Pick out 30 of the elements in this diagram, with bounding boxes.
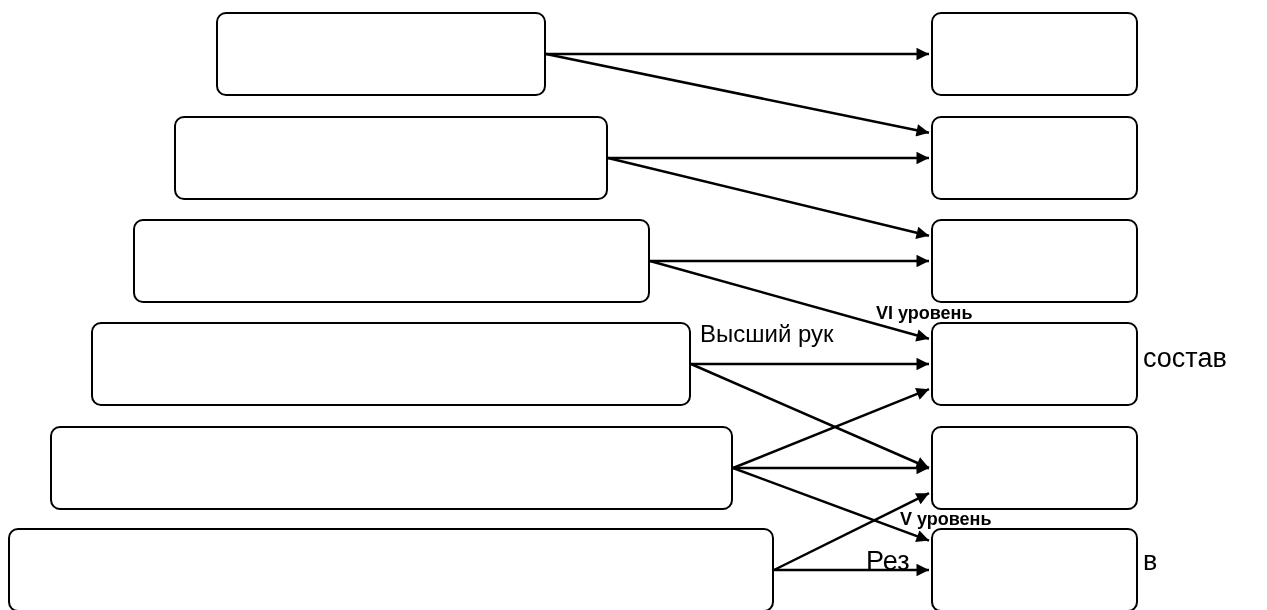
arrow [545,52,930,137]
empty-box [931,219,1138,303]
empty-box [91,322,691,406]
arrow [774,563,929,577]
empty-box [931,528,1138,610]
level-description: в [1143,548,1158,575]
arrow [690,362,930,470]
level-heading: VI уровень [876,304,973,322]
level-description: Рез [866,548,910,575]
empty-box [931,116,1138,200]
arrow [733,461,929,475]
empty-box [216,12,546,96]
arrow [732,388,930,470]
arrow [608,151,929,165]
arrow [732,466,930,543]
arrow [773,492,930,572]
empty-box [931,322,1138,406]
empty-box [8,528,774,610]
empty-box [50,426,733,510]
level-description: состав [1143,345,1227,372]
arrow [607,156,930,239]
empty-box [931,12,1138,96]
arrow [649,259,930,342]
arrow [691,357,929,371]
level-description: Высший рук [700,322,834,346]
empty-box [931,426,1138,510]
level-heading: V уровень [900,510,992,528]
empty-box [174,116,608,200]
arrow [650,254,929,268]
empty-box [133,219,650,303]
